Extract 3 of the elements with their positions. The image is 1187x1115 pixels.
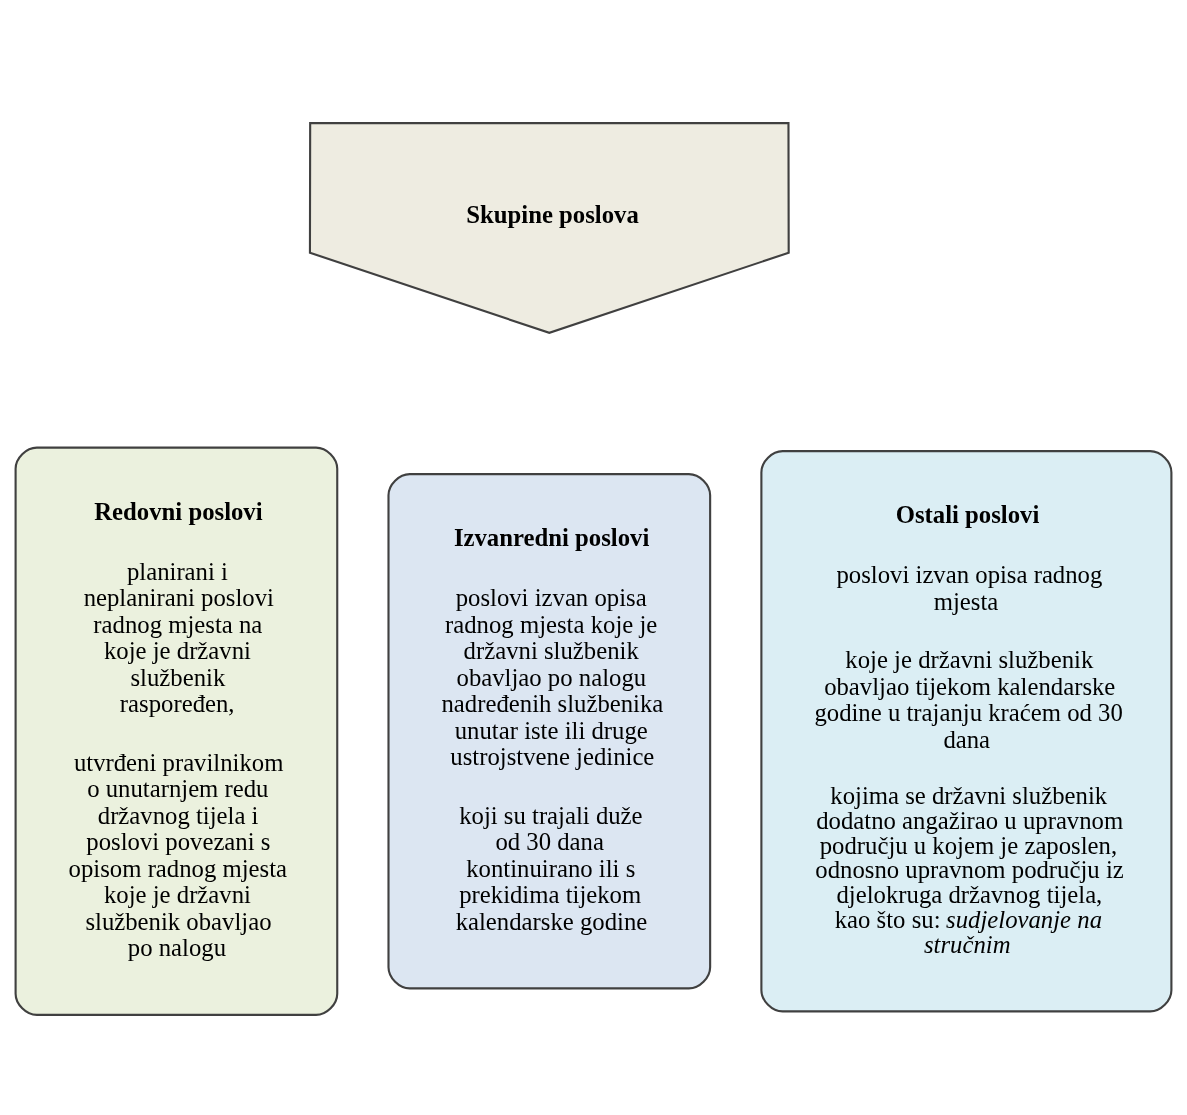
node-box: Izvanredni poslovi poslovi izvan opisa radnog mjesta koje je državni službenik obavljao po nalogu nadređenih službenika unutar iste ili druge ustrojstvene jedinice koji su trajali duže od 30 dana kontinuirano ili s prekidima tijekom kalendarske godine <box>387 472 712 989</box>
node-box: Ostali poslovi poslovi izvan opisa radnog mjesta koje je državni službenik obavljao tijekom kalendarske godine u trajanju kraćem od 30 dana kojima se državni službenik dodatno angažirao u upravnom području u kojem je zaposlen, odnosno upravnom području iz djelokruga državnog tijela, kao što su: sudjelovanje na stručnim <box>760 449 1173 1012</box>
node-box: Redovni poslovi planirani i neplanirani poslovi radnog mjesta na koje je državni službenik raspoređen, utvrđeni pravilnikom o unutarnjem redu državnog tijela i poslovi povezani s opisom radnog mjesta koje je državni službenik obavljao po nalogu <box>14 446 339 1016</box>
